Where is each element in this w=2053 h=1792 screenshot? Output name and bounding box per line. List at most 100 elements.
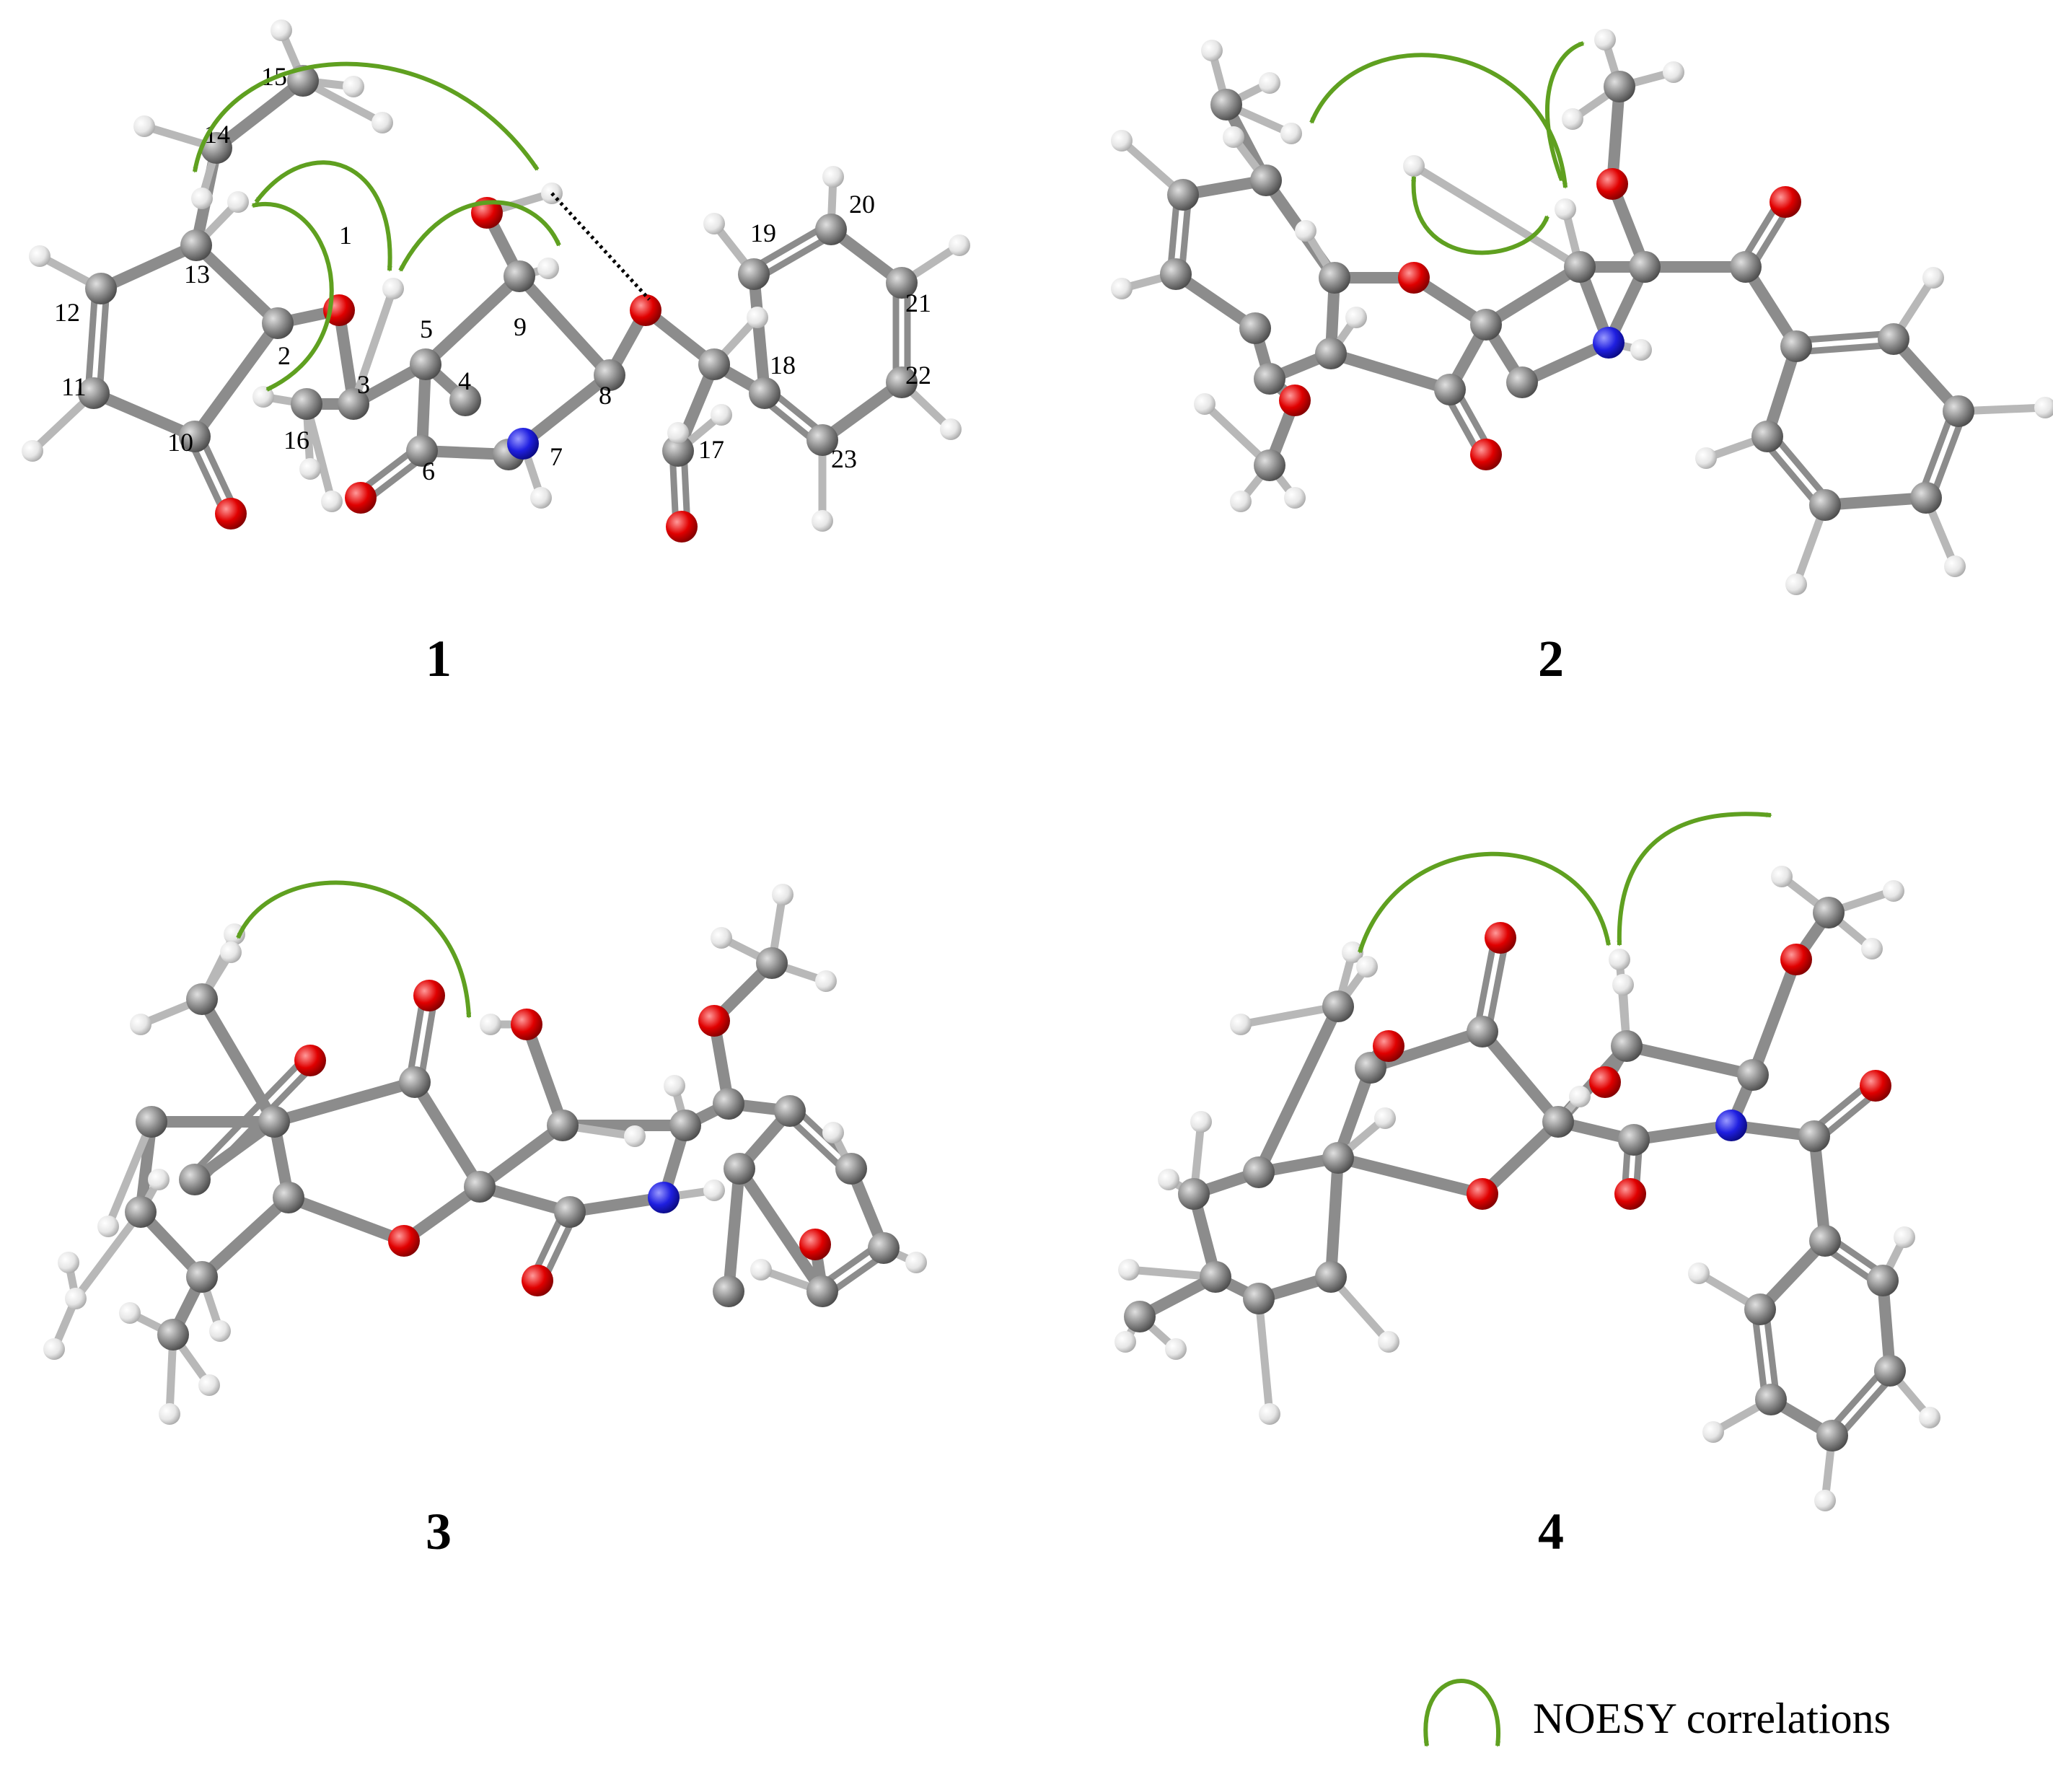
chemical-bond: [189, 317, 283, 442]
hydrogen-atom: [1861, 938, 1883, 959]
legend: NOESY correlations: [1423, 1679, 1891, 1747]
carbon-atom: [713, 1275, 744, 1307]
molecule-2: [1111, 29, 2053, 595]
chemical-bond: [71, 1208, 145, 1303]
chemical-bond: [349, 284, 397, 408]
hydrogen-atom: [1356, 956, 1378, 978]
carbon-atom: [1618, 1124, 1650, 1156]
hydrogen-atom: [711, 404, 732, 426]
chemical-bond: [1325, 1152, 1344, 1283]
hydrogen-atom: [1111, 278, 1133, 299]
carbon-atom: [1564, 251, 1596, 283]
chemical-bond: [1485, 936, 1510, 1037]
carbon-atom: [1200, 1261, 1231, 1293]
oxygen-atom: [1860, 1070, 1891, 1102]
chemical-bond: [514, 271, 615, 381]
atom-number-11: 11: [61, 372, 87, 401]
carbon-atom: [1629, 251, 1661, 283]
hydrogen-atom: [191, 188, 213, 209]
hydrogen-atom: [1944, 555, 1966, 577]
chemical-bond: [1628, 1120, 1737, 1146]
molecule-4: [1115, 866, 1940, 1511]
hydrogen-atom: [1345, 307, 1367, 328]
carbon-atom: [756, 947, 788, 979]
chemical-bond: [747, 221, 832, 273]
atom-number-13: 13: [184, 260, 210, 289]
hydrogen-atom: [1230, 1014, 1252, 1035]
oxygen-atom: [1485, 922, 1516, 954]
hydrogen-atom: [343, 76, 364, 97]
atom-number-4: 4: [458, 366, 471, 395]
chemical-bond: [1325, 348, 1456, 395]
chemical-bond: [196, 1192, 294, 1283]
hydrogen-atom: [133, 115, 155, 137]
hydrogen-atom: [1569, 1086, 1591, 1107]
hydrogen-atom: [822, 1122, 844, 1143]
noesy-arrow: [193, 61, 540, 173]
hydrogen-atom: [148, 1169, 170, 1190]
nitrogen-atom: [1715, 1110, 1747, 1141]
carbon-atom: [157, 1319, 189, 1350]
hydrogen-atom: [1111, 130, 1133, 151]
carbon-atom: [1470, 309, 1502, 341]
atom-number-7: 7: [550, 442, 563, 471]
chemical-bond: [1332, 1062, 1376, 1164]
hydrogen-atom: [1702, 1421, 1724, 1443]
chemical-bond: [748, 268, 770, 399]
hydrogen-atom: [227, 191, 249, 213]
compound-label-3: 3: [426, 1503, 452, 1560]
hydrogen-atom: [537, 258, 559, 279]
carbon-atom: [1254, 449, 1285, 481]
carbon-atom: [1816, 1420, 1848, 1451]
hydrogen-atom: [812, 510, 833, 532]
atom-number-17: 17: [698, 435, 724, 464]
carbon-atom: [815, 214, 847, 245]
chemical-bond: [1236, 1002, 1342, 1029]
chemical-bond: [1808, 1130, 1831, 1247]
carbon-atom: [806, 1275, 838, 1307]
carbon-atom: [662, 435, 694, 467]
carbon-atom: [1737, 1059, 1769, 1091]
atom-number-12: 12: [54, 298, 80, 327]
hydrogen-atom: [1785, 574, 1807, 595]
hydrogen-atom: [1165, 1338, 1187, 1360]
oxygen-atom: [1780, 944, 1812, 975]
carbon-atom: [1243, 1283, 1275, 1314]
carbon-atom: [1910, 482, 1942, 514]
oxygen-atom: [511, 1009, 542, 1040]
hydrogen-atom: [1609, 949, 1630, 970]
oxygen-atom: [1279, 385, 1311, 416]
hydrogen-atom: [940, 418, 962, 440]
chemical-bond: [196, 993, 280, 1128]
hydrogen-atom: [747, 307, 768, 328]
noesy-arrow: [254, 160, 392, 272]
chemical-bond: [104, 1117, 156, 1231]
carbon-atom: [179, 1164, 211, 1195]
oxygen-atom: [1470, 439, 1502, 470]
hydrogen-atom: [1771, 866, 1793, 887]
hydrogen-atom: [1259, 72, 1280, 94]
atom-number-3: 3: [357, 370, 370, 399]
carbon-atom: [186, 1261, 218, 1293]
carbon-atom: [125, 1196, 157, 1228]
carbon-atom: [449, 385, 481, 416]
atom-number-5: 5: [420, 315, 433, 343]
carbon-atom: [1943, 395, 1974, 427]
hydrogen-atom: [664, 1075, 685, 1097]
hydrogen-atom: [1230, 491, 1252, 512]
hydrogen-atom: [1688, 1262, 1710, 1284]
hydrogen-atom: [1118, 1259, 1140, 1281]
atom-number-21: 21: [905, 289, 931, 317]
carbon-atom: [1355, 1052, 1386, 1084]
chemical-bond: [1477, 1026, 1564, 1128]
oxygen-atom: [413, 980, 445, 1011]
hydrogen-atom: [1201, 40, 1223, 61]
chemical-bond: [187, 1053, 309, 1179]
carbon-atom: [1744, 1294, 1776, 1325]
atom-number-10: 10: [167, 428, 193, 457]
atom-number-9: 9: [514, 312, 527, 341]
carbon-atom: [713, 1088, 744, 1120]
chemical-bond: [1759, 436, 1824, 512]
chemical-bond: [817, 377, 907, 446]
